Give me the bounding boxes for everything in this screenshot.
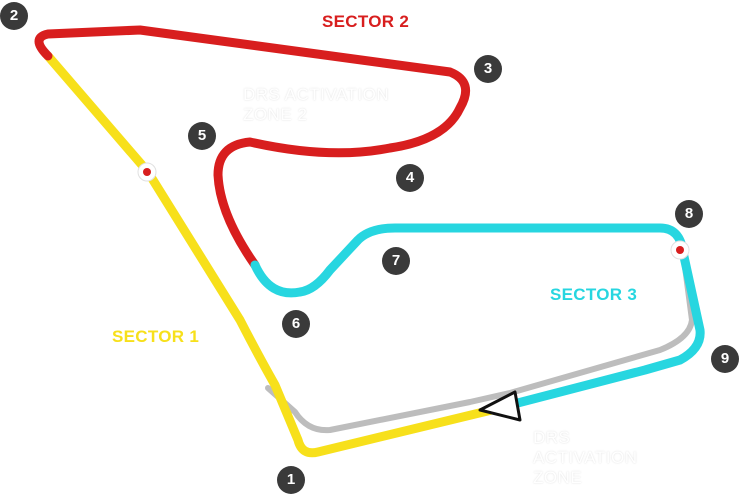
sector-2-label: SECTOR 2 [322,12,410,31]
turn-3-marker: 3 [474,55,502,83]
turn-4-marker: 4 [396,164,424,192]
sector-boundary-3-dot [676,246,684,254]
drs-zone-2-line: ZONE 2 [243,105,308,124]
turn-2-marker: 2 [0,2,28,30]
drs-zone-2-line: DRS ACTIVATION [243,85,390,104]
sector-1-track [43,51,505,458]
pit-lane [265,249,695,434]
drs-zone-1-line: ZONE [533,468,583,487]
sector-boundary-1-2-dot [143,168,151,176]
turn-8-marker: 8 [675,200,703,228]
turn-1-marker: 1 [277,466,305,494]
turn-5-marker: 5 [188,122,216,150]
sector-1-label: SECTOR 1 [112,327,200,346]
drs-zone-1-label: DRS ACTIVATION ZONE [533,428,638,488]
drs-zone-1-line: DRS [533,428,571,447]
sector-3-track [250,223,705,410]
sector-2-track [34,25,471,270]
turn-6-marker: 6 [282,310,310,338]
drs-zone-2-label: DRS ACTIVATION ZONE 2 [243,85,389,125]
start-finish-arrow-icon [478,390,522,422]
sector-3-label: SECTOR 3 [550,285,638,304]
drs-zone-1-line: ACTIVATION [533,448,638,467]
turn-7-marker: 7 [382,247,410,275]
turn-9-marker: 9 [711,345,739,373]
